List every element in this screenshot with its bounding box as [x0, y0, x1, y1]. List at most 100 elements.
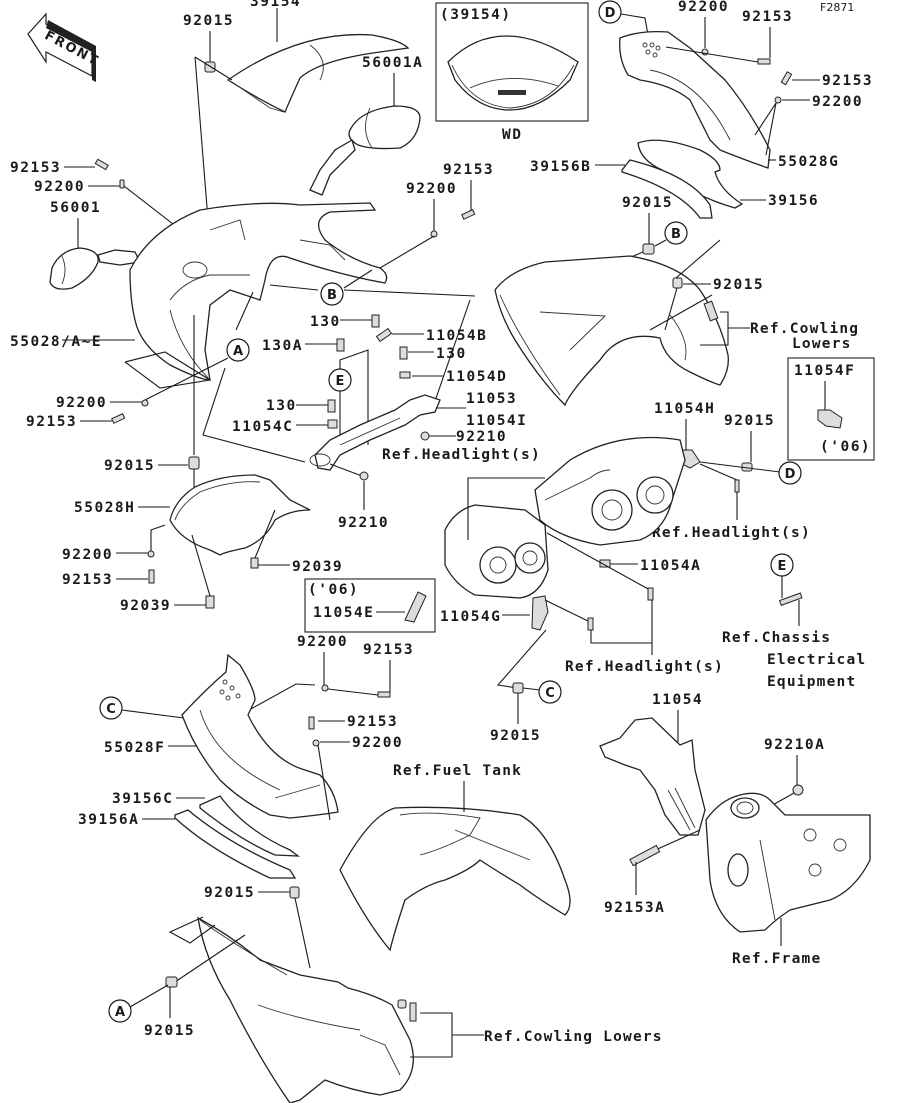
part-label-55028-a-e: 55028/A~E — [10, 334, 102, 350]
upper-cowling[interactable] — [129, 202, 388, 381]
part-label-92200: 92200 — [62, 547, 113, 563]
callout-a-2 — [108, 999, 132, 1023]
bolt-icon — [780, 71, 793, 86]
side-panel-55028f[interactable] — [181, 653, 339, 819]
headlight-left[interactable] — [444, 504, 549, 599]
lower-cowling — [197, 916, 414, 1103]
washer-icon — [119, 179, 125, 189]
inner-strip-39156c[interactable] — [199, 795, 301, 857]
leader — [121, 709, 185, 719]
callout-d-2 — [778, 461, 802, 485]
part-label-92200: 92200 — [352, 735, 403, 751]
inset-windshield-title: (39154) — [440, 7, 512, 23]
callout-a-2-label: A — [115, 1005, 125, 1020]
leader — [150, 524, 166, 551]
leader — [144, 357, 229, 401]
leader — [379, 235, 435, 269]
part-label-92015: 92015 — [144, 1023, 195, 1039]
part-label-92015: 92015 — [104, 458, 155, 474]
ref-headlight: Ref.Headlight(s) — [382, 447, 541, 463]
part-label-92153: 92153 — [742, 9, 793, 25]
inset-11054f-year: ('06) — [820, 439, 871, 455]
bolt-icon — [94, 158, 109, 171]
washer-icon — [430, 230, 438, 238]
front-arrow-icon: FRONT — [27, 12, 102, 82]
screw-icon — [734, 479, 740, 493]
part-label-39154: 39154 — [250, 0, 301, 10]
part-label-92210: 92210 — [338, 515, 389, 531]
windshield[interactable] — [226, 33, 410, 113]
part-label-130: 130 — [436, 346, 467, 362]
part-label-92015: 92015 — [724, 413, 775, 429]
leader — [194, 56, 233, 81]
inner-panel-55028h[interactable] — [169, 474, 311, 556]
nut-icon — [397, 999, 407, 1009]
callout-c-label: C — [106, 702, 116, 717]
part-label-39156b: 39156B — [530, 159, 591, 175]
washer-icon — [141, 399, 149, 407]
leader — [754, 102, 777, 136]
mirror-left[interactable] — [49, 247, 141, 290]
part-label-92153: 92153 — [62, 572, 113, 588]
leader — [191, 534, 211, 597]
headlight-bracket-11054[interactable] — [599, 717, 706, 836]
part-label-11054b: 11054B — [426, 328, 487, 344]
screw-icon — [647, 587, 654, 601]
washer-icon — [774, 96, 782, 104]
fuel-tank — [339, 806, 571, 952]
part-label-92153: 92153 — [26, 414, 77, 430]
part-label-130a: 130A — [262, 338, 303, 354]
leader — [343, 269, 373, 289]
inset-11054f — [787, 357, 875, 461]
side-cowling[interactable] — [494, 255, 729, 407]
part-label-92153: 92153 — [347, 714, 398, 730]
ref-fuel-tank: Ref.Fuel Tank — [393, 763, 522, 779]
leader — [433, 299, 471, 405]
ref-chassis-3: Equipment — [767, 674, 856, 690]
inset-11054e — [304, 578, 436, 633]
callout-d — [598, 0, 622, 24]
ref-cowling-lowers-2: Lowers — [792, 336, 852, 352]
part-label-55028g: 55028G — [778, 154, 839, 170]
leader — [329, 463, 363, 477]
leader — [699, 461, 781, 473]
part-label-92200: 92200 — [34, 179, 85, 195]
inner-strip-39156a[interactable] — [174, 809, 297, 879]
clip-icon — [399, 371, 411, 379]
callout-b-2-label: B — [671, 227, 681, 242]
nut-icon — [792, 784, 804, 796]
bolt-icon — [111, 412, 126, 424]
leader — [649, 294, 713, 331]
bracket-icon — [375, 327, 393, 343]
part-label-92039: 92039 — [120, 598, 171, 614]
part-label-92153a: 92153A — [604, 900, 665, 916]
leader — [620, 13, 649, 36]
callout-c-2-label: C — [545, 686, 555, 701]
part-label-11054g: 11054G — [440, 609, 501, 625]
bracket-11054f-icon — [817, 409, 843, 429]
leader — [235, 291, 254, 331]
ref-chassis-1: Ref.Chassis — [722, 630, 831, 646]
grommet-icon — [672, 277, 683, 289]
side-panel-55028g[interactable] — [619, 30, 771, 169]
headlight-right[interactable] — [534, 436, 686, 546]
callout-b-label: B — [327, 288, 337, 303]
inset-windshield-wd — [435, 2, 589, 122]
part-label-11054h: 11054H — [654, 401, 715, 417]
leader — [254, 509, 276, 559]
bolt-icon — [327, 399, 336, 413]
part-label-92210: 92210 — [456, 429, 507, 445]
part-label-56001a: 56001A — [362, 55, 423, 71]
part-label-92153: 92153 — [822, 73, 873, 89]
bolt-icon — [371, 314, 380, 328]
bracket-icon — [531, 595, 549, 631]
ref-chassis-2: Electrical — [767, 652, 866, 668]
leader — [294, 897, 311, 969]
part-label-92153: 92153 — [363, 642, 414, 658]
bolt-icon — [399, 346, 408, 360]
mirror-right[interactable] — [309, 105, 421, 196]
part-label-130: 130 — [266, 398, 297, 414]
leader — [339, 349, 369, 445]
inner-strip-39156b[interactable] — [621, 159, 713, 219]
ref-frame: Ref.Frame — [732, 951, 821, 967]
